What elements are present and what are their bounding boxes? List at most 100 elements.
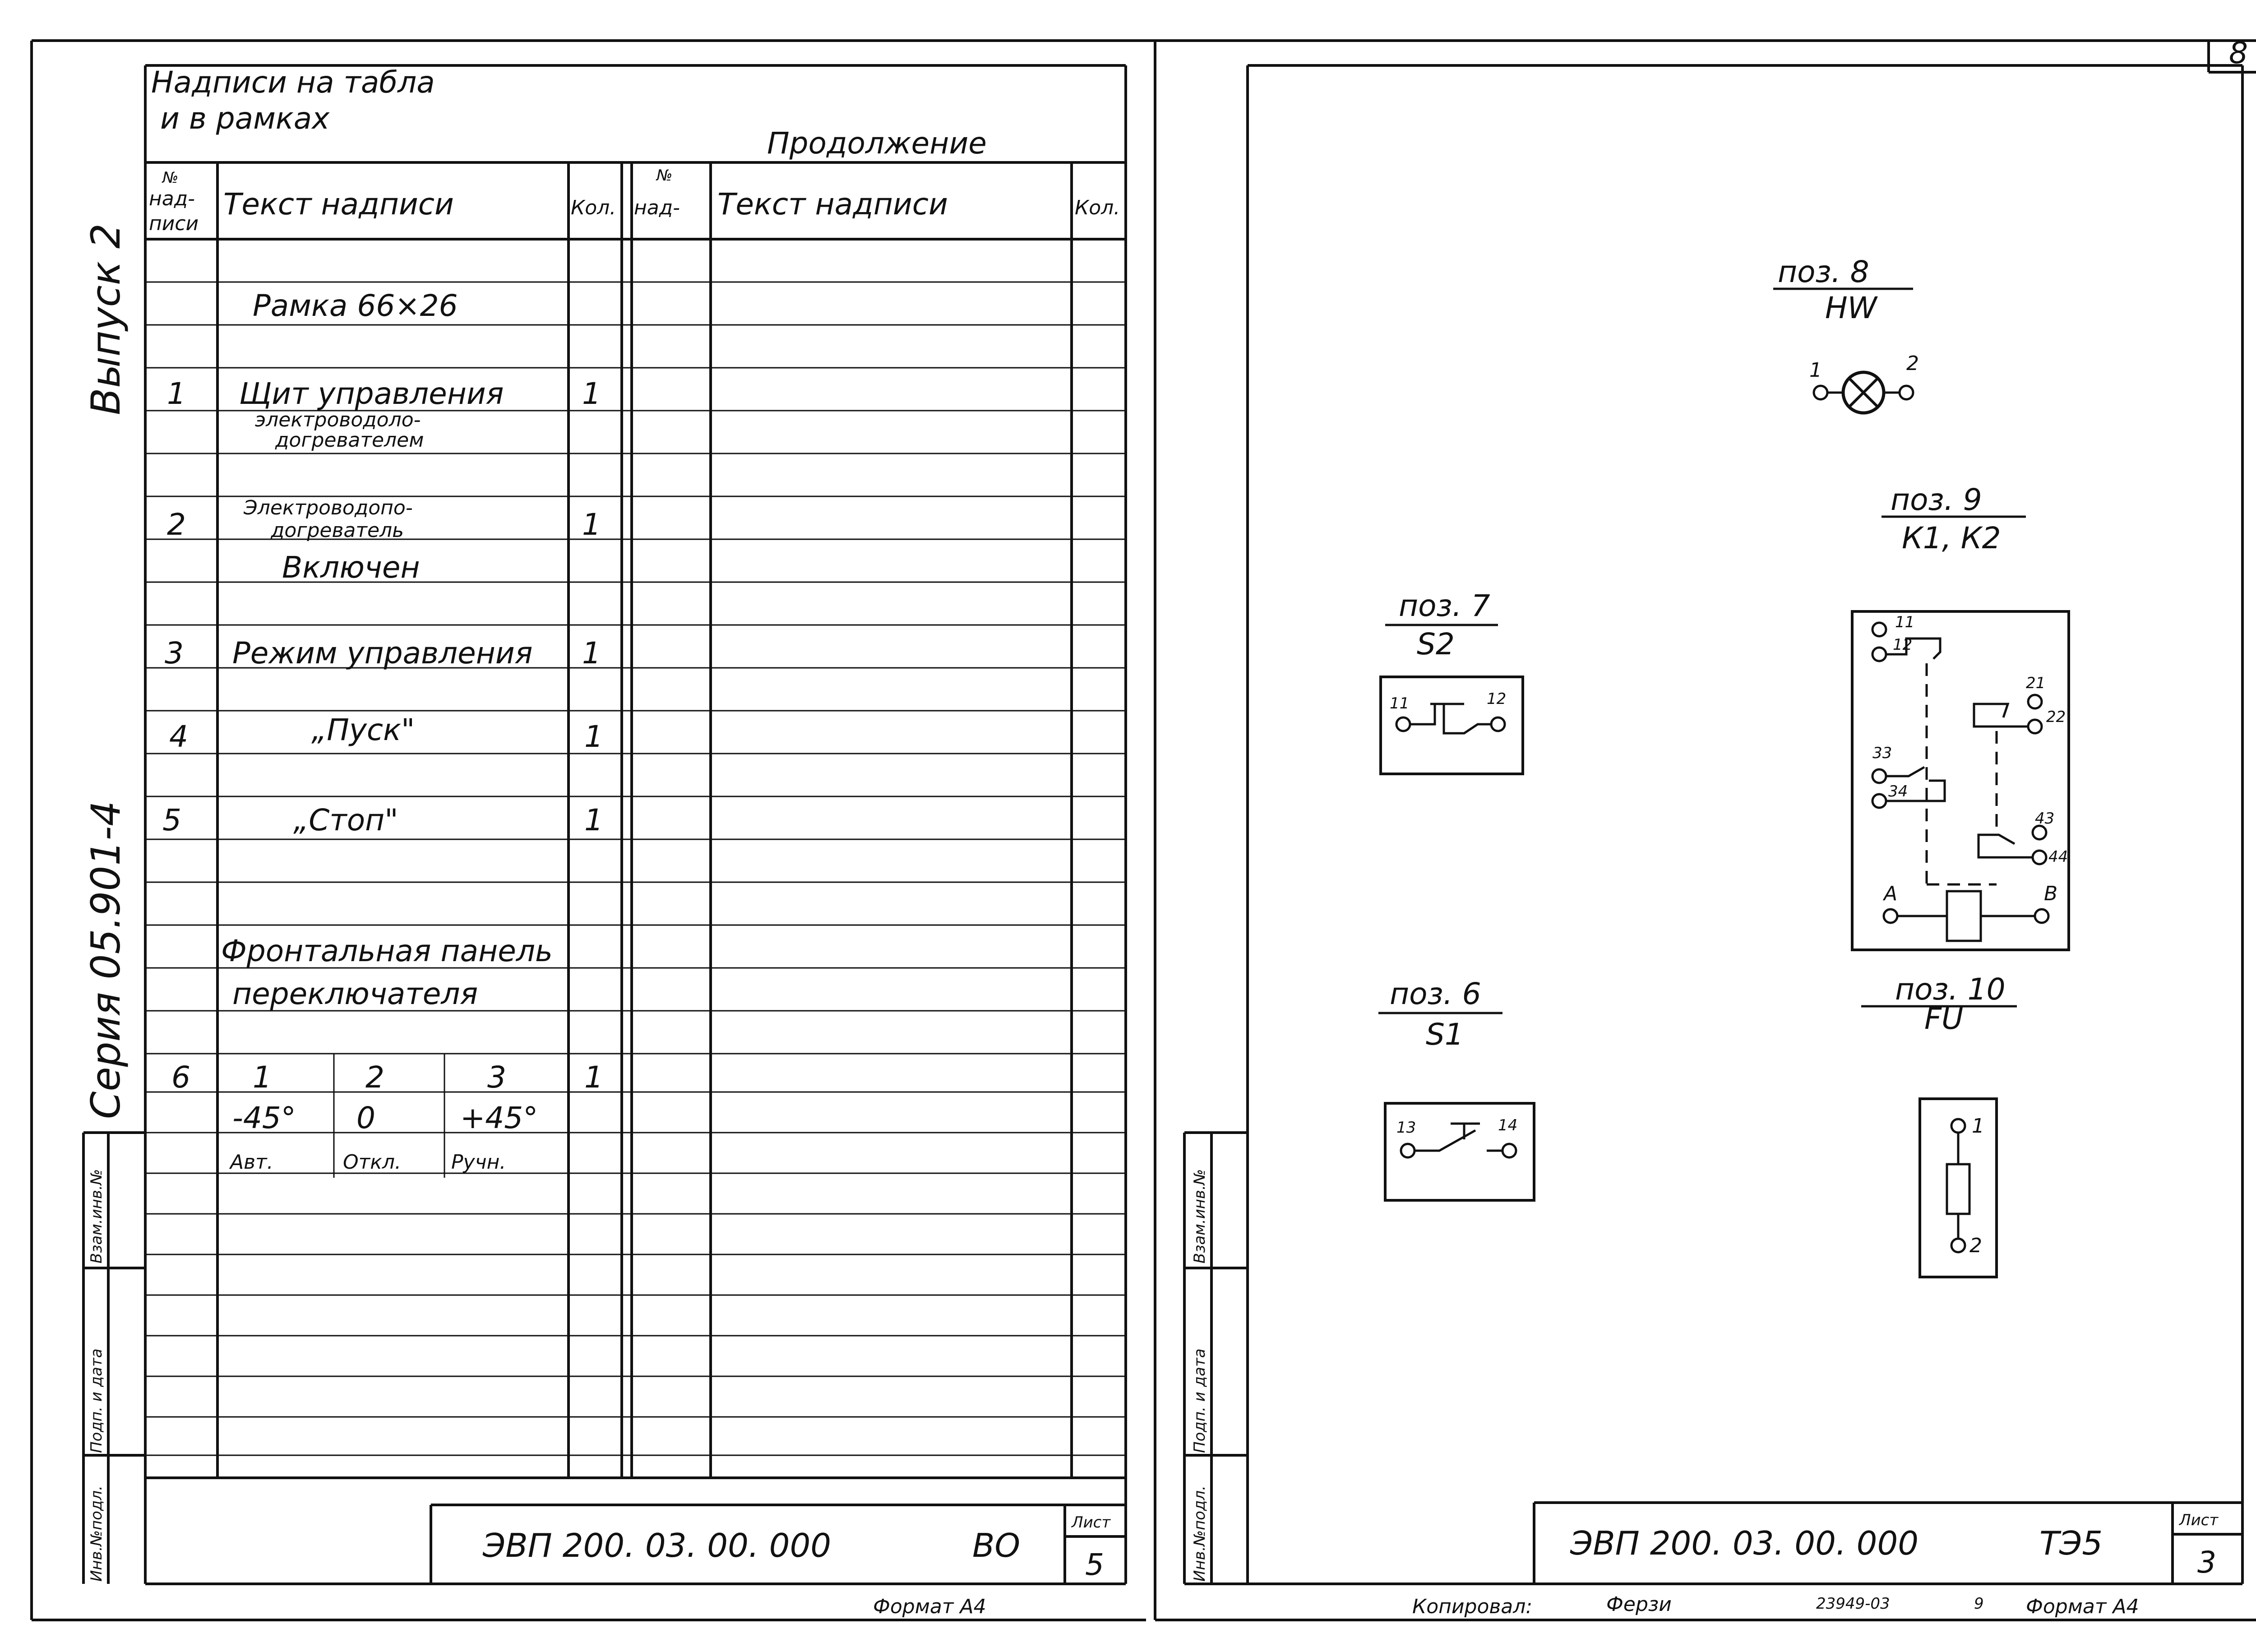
lamp-terminal (1812, 384, 1829, 401)
pin-label: 13 (1396, 1119, 1416, 1137)
component-designation: К1, К2 (1902, 521, 2001, 555)
col-no-line3: писи (149, 212, 199, 235)
row-text: переключателя (232, 976, 478, 1011)
switch-position: 2 (365, 1060, 384, 1095)
stamp-replaced: Взам.инв.№ (88, 1169, 106, 1263)
row-no: 4 (169, 719, 188, 754)
inscription-rows: Рамка 66×26 1 Щит управления электроводо… (162, 288, 603, 1174)
pin-label: 12 (1893, 636, 1912, 654)
pin-label: 43 (2035, 810, 2054, 828)
row-qty: 1 (584, 719, 603, 754)
pin-label: 44 (2048, 848, 2068, 866)
switch-row-qty: 1 (584, 1060, 603, 1095)
row-text-2: догреватель (270, 519, 404, 542)
component-designation: S1 (1426, 1017, 1464, 1052)
component-hw-lamp: поз. 8 HW 1 2 (1773, 255, 1919, 415)
stamp-replaced: Взам.инв.№ (1191, 1169, 1209, 1263)
sheet-number: 3 (2197, 1545, 2216, 1580)
row-text: Рамка 66×26 (253, 288, 458, 323)
continuation-label: Продолжение (767, 126, 987, 161)
pin-label: 2 (1906, 352, 1919, 375)
title-suffix: ТЭ5 (2039, 1524, 2103, 1562)
row-no: 3 (165, 636, 184, 671)
heading-line1: Надписи на табла (151, 65, 435, 100)
row-text: Электроводопо- (243, 496, 413, 519)
pin-label: В (2044, 882, 2057, 905)
switch-angle: 0 (356, 1101, 375, 1135)
sheet-label: Лист (2178, 1511, 2219, 1529)
order-number: 23949-03 (1816, 1595, 1890, 1613)
component-pos: поз. 6 (1390, 976, 1481, 1011)
pin-label: 12 (1487, 690, 1506, 708)
sheet-label: Лист (1071, 1513, 1111, 1532)
row-qty: 1 (582, 376, 601, 411)
right-sheet: Инв.№подл. Подп. и дата Взам.инв.№ поз. … (1183, 64, 2244, 1618)
row-no: 5 (162, 803, 181, 838)
pin-label: 2 (1969, 1234, 1982, 1257)
pin-label: 33 (1872, 744, 1892, 762)
row-text-2: электроводоло- (255, 408, 421, 431)
series-vertical: Серия 05.901-4 (83, 801, 129, 1119)
component-pos: поз. 9 (1891, 482, 1982, 517)
pin-label: 21 (2026, 674, 2045, 692)
stamp-inv-no: Инв.№подл. (1191, 1485, 1209, 1582)
switch-angle: -45° (232, 1101, 296, 1135)
lamp-terminal (1898, 384, 1914, 401)
component-pos: поз. 10 (1895, 972, 2006, 1007)
row-qty: 1 (582, 507, 601, 542)
row-no: 2 (167, 507, 186, 542)
row-text: Включен (282, 550, 420, 585)
switch-mode: Авт. (229, 1151, 273, 1174)
component-s1-button: поз. 6 S1 13 14 (1378, 976, 1535, 1202)
component-designation: HW (1825, 291, 1878, 325)
row-text: „Пуск" (311, 713, 415, 747)
order-suffix: 9 (1974, 1595, 1984, 1613)
row-text: Щит управления (239, 376, 504, 411)
row-text-3: догревателем (275, 429, 424, 452)
issue-vertical: Выпуск 2 (83, 223, 129, 415)
stamp-signature: Подп. и дата (88, 1348, 106, 1453)
pin-label: 11 (1390, 694, 1409, 713)
switch-position: 1 (253, 1060, 272, 1095)
row-text: Режим управления (232, 636, 533, 671)
switch-mode: Ручн. (451, 1151, 506, 1174)
switch-mode: Откл. (343, 1151, 401, 1174)
outer-border (30, 39, 2256, 1621)
copied-by-label: Копировал: (1412, 1595, 1532, 1618)
col-qty-cont-header: Кол. (1075, 196, 1120, 219)
component-relay-k1-k2: поз. 9 К1, К2 (1851, 482, 2070, 951)
copier-signature: Ферзи (1606, 1593, 1672, 1616)
title-code: ЭВП 200. 03. 00. 000 (482, 1527, 831, 1564)
col-no-line2: над- (149, 187, 195, 210)
component-fu-fuse: поз. 10 FU 1 2 (1861, 972, 2017, 1278)
switch-row-no: 6 (171, 1060, 190, 1095)
pin-label: 11 (1895, 613, 1914, 631)
component-s2-button: поз. 7 S2 11 12 (1379, 588, 1524, 775)
pin-label: 22 (2046, 708, 2066, 726)
component-pos: поз. 7 (1399, 588, 1490, 623)
row-text: „Стоп" (293, 803, 398, 838)
sheet-number: 5 (1085, 1547, 1104, 1582)
col-no-cont-line1: № (656, 167, 672, 185)
col-text-header: Текст надписи (223, 187, 454, 222)
col-no-line1: № (162, 169, 178, 187)
heading-line2: и в рамках (160, 101, 330, 136)
col-no-cont-line2: над- (634, 196, 680, 219)
format-label: Формат А4 (2026, 1595, 2139, 1618)
pin-label: 1 (1972, 1115, 1984, 1138)
stamp-signature: Подп. и дата (1191, 1348, 1209, 1453)
col-qty-header: Кол. (571, 196, 616, 219)
format-label: Формат А4 (873, 1595, 986, 1618)
switch-angle: +45° (460, 1101, 538, 1135)
left-sheet: Надписи на табла и в рамках Продолжение … (82, 64, 1127, 1618)
pin-label: А (1882, 882, 1897, 905)
col-text-cont-header: Текст надписи (717, 187, 948, 222)
pin-label: 14 (1498, 1116, 1517, 1134)
row-qty: 1 (582, 636, 601, 671)
stamp-inv-no: Инв.№подл. (88, 1485, 106, 1582)
component-designation: FU (1924, 1001, 1963, 1036)
component-pos: поз. 8 (1778, 255, 1869, 289)
component-designation: S2 (1417, 627, 1455, 662)
row-no: 1 (167, 376, 186, 411)
